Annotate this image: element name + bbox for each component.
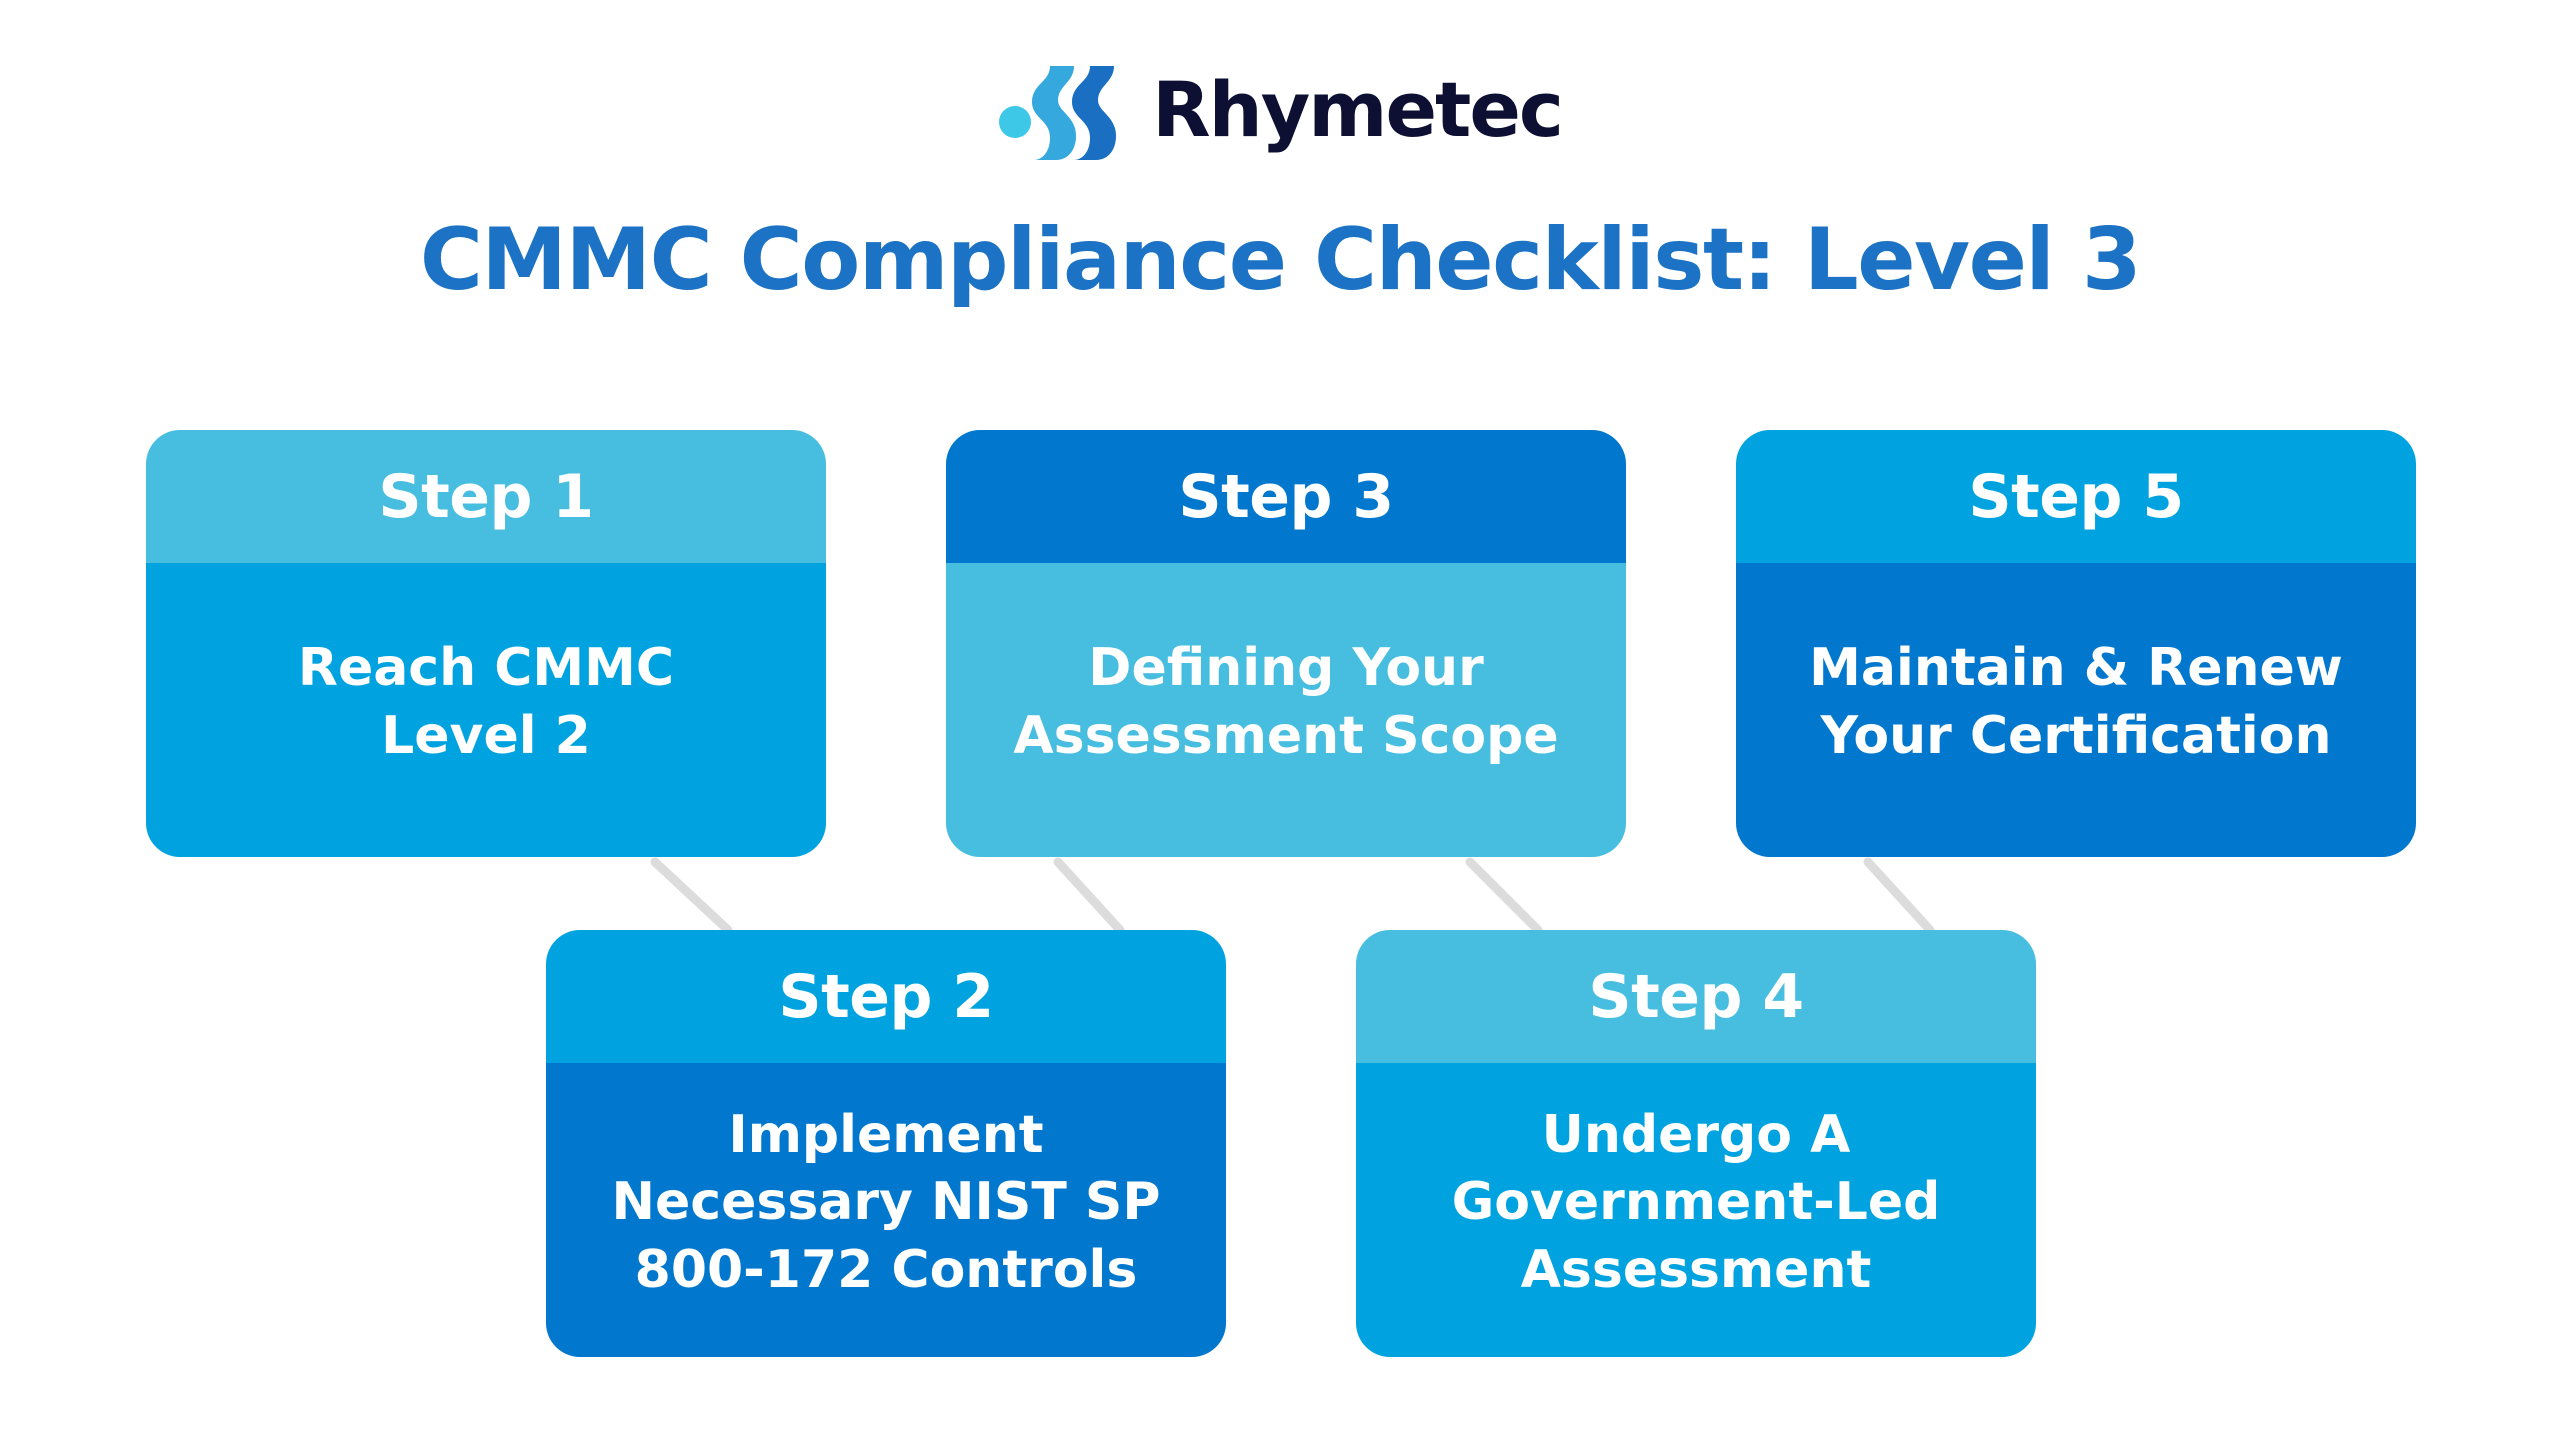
step-2-header: Step 2 (546, 930, 1226, 1063)
brand-wordmark: Rhymetec (1152, 65, 1564, 154)
step-1-header: Step 1 (146, 430, 826, 563)
step-card-4[interactable]: Step 4 Undergo A Government-Led Assessme… (1356, 930, 2036, 1357)
step-2-body: Implement Necessary NIST SP 800-172 Cont… (546, 1063, 1226, 1357)
step-5-body: Maintain & Renew Your Certification (1736, 563, 2416, 857)
step-1-body: Reach CMMC Level 2 (146, 563, 826, 857)
step-card-1[interactable]: Step 1 Reach CMMC Level 2 (146, 430, 826, 857)
step-card-3[interactable]: Step 3 Defining Your Assessment Scope (946, 430, 1626, 857)
step-card-2[interactable]: Step 2 Implement Necessary NIST SP 800-1… (546, 930, 1226, 1357)
step-3-header: Step 3 (946, 430, 1626, 563)
connector-step-3-to-step-4 (1465, 857, 1543, 935)
connector-step-3-to-step-2 (1053, 857, 1125, 935)
step-card-5[interactable]: Step 5 Maintain & Renew Your Certificati… (1736, 430, 2416, 857)
step-4-header: Step 4 (1356, 930, 2036, 1063)
connector-step-1-to-step-2 (650, 857, 733, 935)
brand-header: Rhymetec (0, 54, 2560, 166)
rhymetec-wave-logo-icon (999, 66, 1117, 160)
step-5-header: Step 5 (1736, 430, 2416, 563)
page-title: CMMC Compliance Checklist: Level 3 (419, 210, 2142, 310)
step-4-body: Undergo A Government-Led Assessment (1356, 1063, 2036, 1357)
connector-step-5-to-step-4 (1863, 857, 1935, 935)
step-3-body: Defining Your Assessment Scope (946, 563, 1626, 857)
